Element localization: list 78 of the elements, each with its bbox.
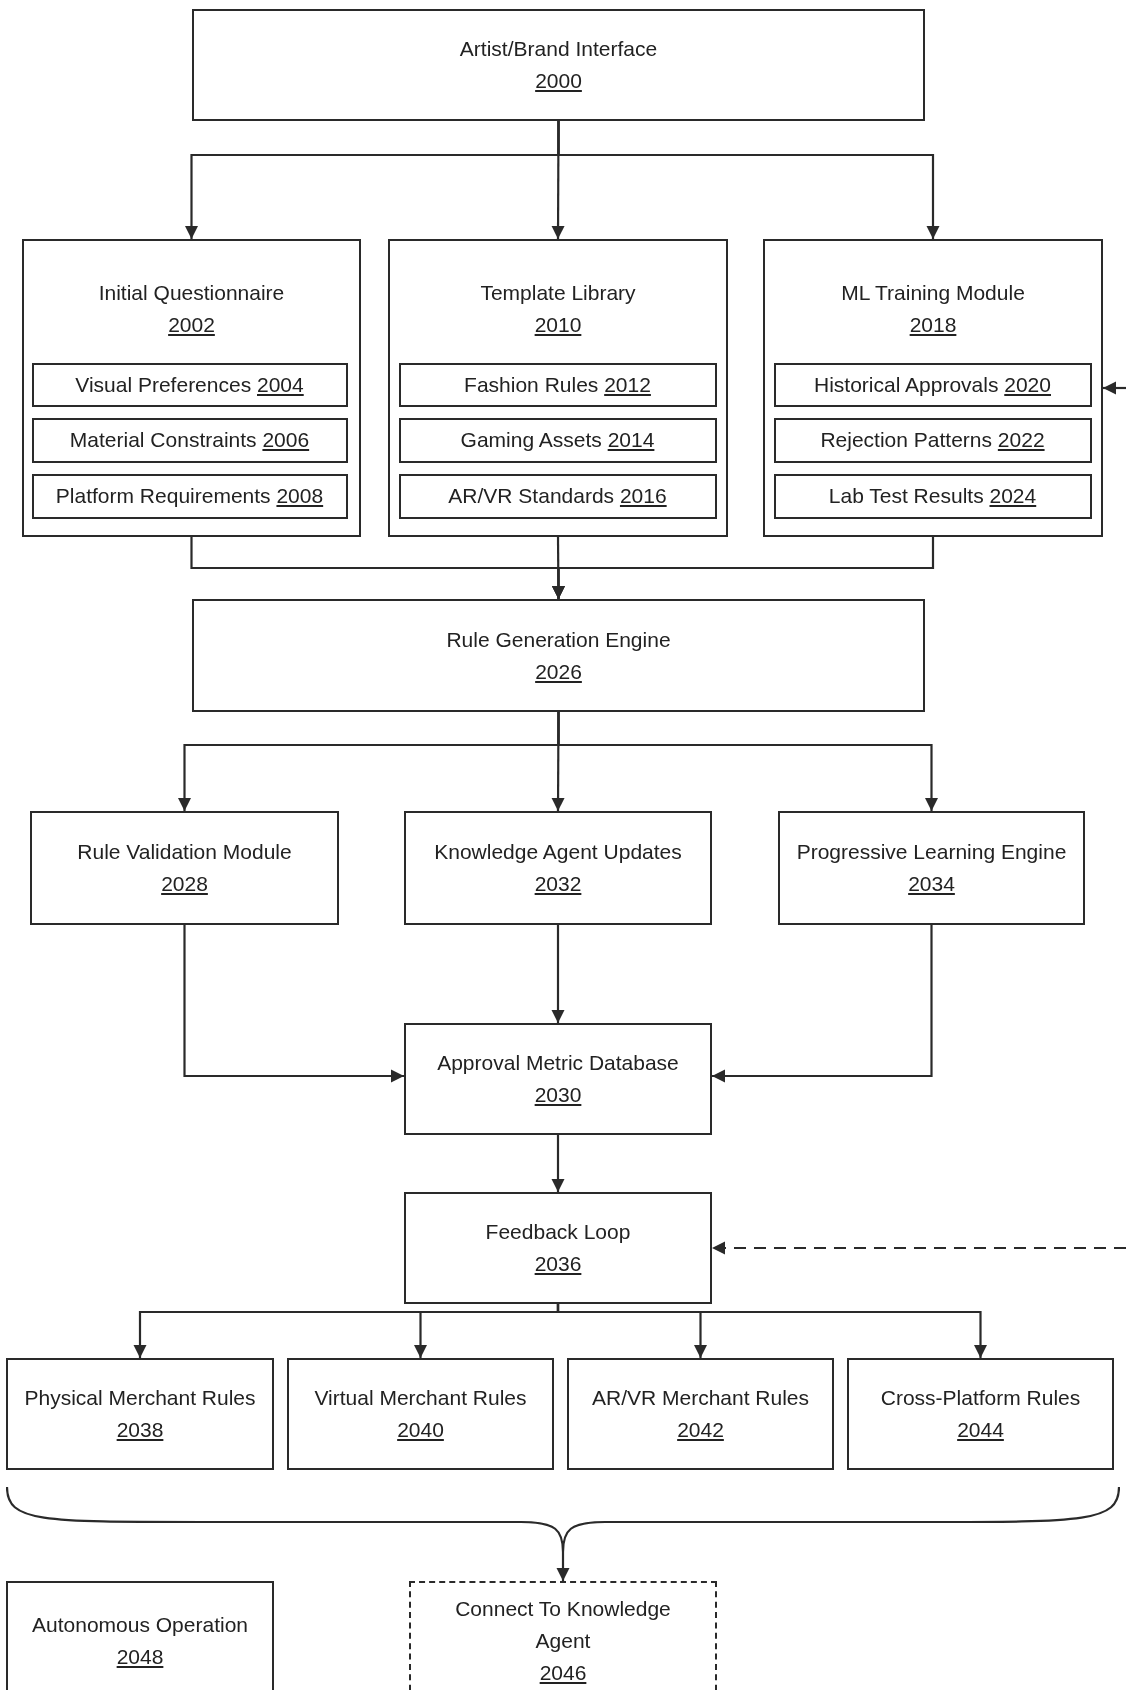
arrow — [183, 925, 404, 1083]
arrow — [557, 712, 939, 811]
list-item-box — [398, 473, 717, 519]
list-item-box — [773, 473, 1092, 519]
box-title: Template Library — [479, 280, 637, 306]
reference-number: 2034 — [907, 871, 956, 897]
process-box — [847, 1358, 1114, 1470]
process-box — [404, 811, 712, 925]
box-title: Physical Merchant Rules — [23, 1385, 257, 1411]
list-item-box — [31, 417, 348, 463]
process-box — [409, 1581, 717, 1690]
reference-number: 2040 — [396, 1417, 445, 1443]
process-box — [404, 1192, 712, 1304]
box-title: AR/VR Merchant Rules — [590, 1385, 811, 1411]
box-title: Artist/Brand Interface — [458, 36, 659, 62]
curly-brace — [6, 1487, 1120, 1552]
process-box — [192, 9, 925, 121]
reference-number: 2000 — [534, 68, 583, 94]
group-box — [763, 239, 1103, 537]
box-title: Approval Metric Database — [436, 1050, 680, 1076]
list-item-box — [773, 362, 1092, 407]
arrow — [712, 925, 933, 1083]
arrow — [551, 1135, 565, 1192]
process-box — [287, 1358, 554, 1470]
reference-number: 2032 — [533, 871, 583, 897]
arrow — [556, 1552, 570, 1581]
process-box — [6, 1581, 274, 1690]
item-label: Visual Preferences 2004 — [75, 371, 304, 398]
arrow — [712, 1241, 1126, 1255]
list-item-box — [31, 473, 348, 519]
process-box — [778, 811, 1085, 925]
reference-number: 2028 — [160, 871, 209, 897]
reference-number: 2036 — [533, 1251, 583, 1277]
process-box — [567, 1358, 834, 1470]
box-title: Rule Validation Module — [76, 839, 293, 865]
item-label: Fashion Rules 2012 — [464, 371, 651, 398]
item-label: Material Constraints 2006 — [69, 427, 310, 453]
arrow — [551, 537, 935, 599]
item-label: Rejection Patterns 2022 — [820, 427, 1045, 453]
reference-number: 2048 — [115, 1644, 165, 1670]
box-title: Progressive Learning Engine — [795, 839, 1068, 865]
process-box — [404, 1023, 712, 1135]
reference-number: 2002 — [167, 312, 216, 338]
box-title: Rule Generation Engine — [445, 626, 672, 653]
box-title: ML Training Module — [840, 280, 1026, 306]
arrow — [557, 121, 940, 239]
box-title: Feedback Loop — [484, 1219, 632, 1245]
arrow — [556, 1304, 988, 1358]
item-label: Historical Approvals 2020 — [814, 371, 1051, 398]
reference-number: 2046 — [538, 1660, 588, 1686]
reference-number: 2038 — [115, 1417, 165, 1443]
group-box — [388, 239, 728, 537]
box-title: Connect To Knowledge Agent — [454, 1596, 672, 1654]
list-item-box — [398, 362, 717, 407]
reference-number: 2042 — [676, 1417, 725, 1443]
box-title: Knowledge Agent Updates — [433, 839, 683, 865]
process-box — [6, 1358, 274, 1470]
reference-number: 2018 — [908, 312, 958, 338]
item-label: Lab Test Results 2024 — [828, 483, 1037, 509]
process-box — [192, 599, 925, 712]
reference-number: 2030 — [533, 1082, 583, 1108]
list-item-box — [398, 417, 717, 463]
item-label: Platform Requirements 2008 — [55, 483, 324, 509]
group-box — [22, 239, 361, 537]
reference-number: 2010 — [533, 312, 583, 338]
box-title: Autonomous Operation — [31, 1612, 249, 1638]
list-item-box — [31, 362, 348, 407]
reference-number: 2026 — [534, 658, 583, 685]
arrow — [551, 925, 565, 1023]
item-label: AR/VR Standards 2016 — [448, 483, 667, 509]
process-box — [30, 811, 339, 925]
reference-number: 2044 — [956, 1417, 1005, 1443]
box-title: Initial Questionnaire — [97, 280, 286, 306]
arrow — [1103, 381, 1126, 395]
item-label: Gaming Assets 2014 — [460, 427, 655, 453]
list-item-box — [773, 417, 1092, 463]
box-title: Cross-Platform Rules — [879, 1385, 1082, 1411]
box-title: Virtual Merchant Rules — [313, 1385, 528, 1411]
